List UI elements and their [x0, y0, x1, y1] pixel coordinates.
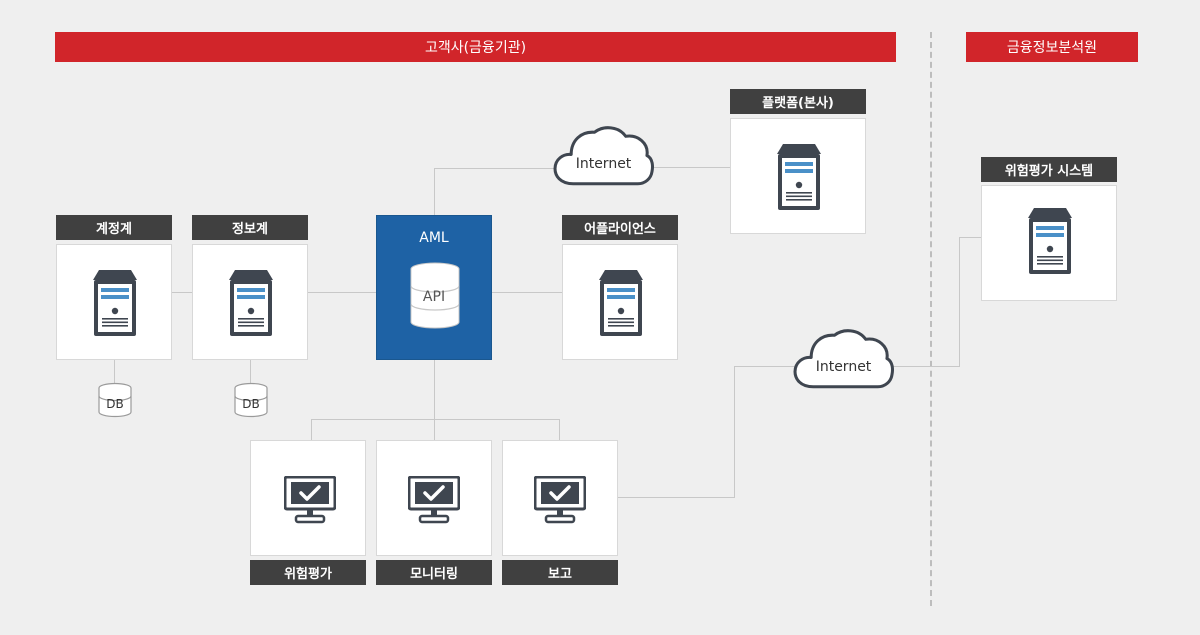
information-db-label: DB: [242, 397, 260, 411]
monitoring-node[interactable]: [376, 440, 492, 556]
top-cloud-label: Internet: [575, 156, 632, 172]
monitor-check-icon: [534, 476, 586, 524]
information-node[interactable]: [192, 244, 308, 360]
client-header: 고객사(금융기관): [55, 32, 896, 62]
platform-label: 플랫폼(본사): [730, 89, 866, 114]
report-label: 보고: [502, 560, 618, 585]
server-icon: [93, 270, 137, 336]
monitor-check-icon: [408, 476, 460, 524]
aml-node[interactable]: AML API: [376, 215, 492, 360]
api-label: API: [422, 289, 446, 305]
platform-node[interactable]: [730, 118, 866, 234]
aml-title: AML: [419, 230, 449, 246]
appliance-label: 어플라이언스: [562, 215, 678, 240]
monitor-check-icon: [284, 476, 336, 524]
server-icon: [777, 144, 821, 210]
appliance-node[interactable]: [562, 244, 678, 360]
server-icon: [1028, 208, 1072, 274]
accounting-node[interactable]: [56, 244, 172, 360]
report-node[interactable]: [502, 440, 618, 556]
fiu-header: 금융정보분석원: [966, 32, 1138, 62]
information-label: 정보계: [192, 215, 308, 240]
risk-system-node[interactable]: [981, 185, 1117, 301]
monitoring-label: 모니터링: [376, 560, 492, 585]
server-icon: [229, 270, 273, 336]
database-icon: [410, 262, 460, 329]
bottom-cloud-label: Internet: [815, 359, 872, 375]
risk-eval-node[interactable]: [250, 440, 366, 556]
risk-eval-label: 위험평가: [250, 560, 366, 585]
risk-system-label: 위험평가 시스템: [981, 157, 1117, 182]
server-icon: [599, 270, 643, 336]
accounting-db-label: DB: [106, 397, 124, 411]
section-divider: [930, 32, 932, 606]
accounting-label: 계정계: [56, 215, 172, 240]
